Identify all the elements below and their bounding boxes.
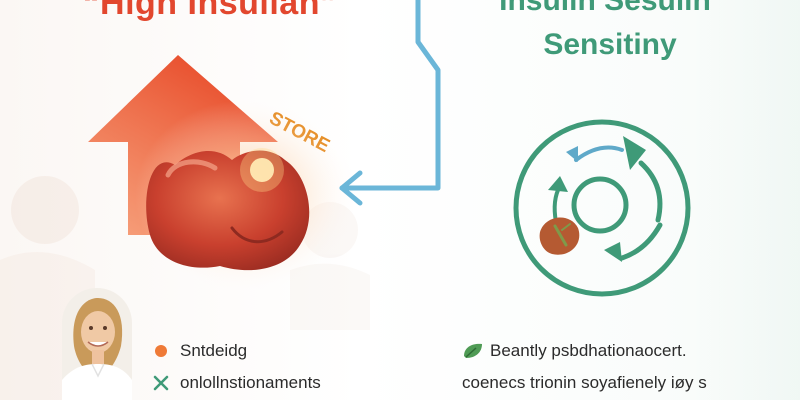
cell-blob-icon (146, 148, 310, 271)
leaf-icon (462, 342, 482, 360)
legend-item-right-2: coenecs trionin soyafienely iøy s (462, 373, 707, 393)
recycle-cycle-icon (513, 119, 691, 297)
high-insulin-title: “High Insulian” (82, 0, 338, 22)
orange-dot-icon (152, 342, 170, 360)
legend-item-left-2: onlollnstionaments (152, 373, 321, 393)
green-cross-icon (152, 374, 170, 392)
legend-item-left-1: Sntdeidg (152, 341, 247, 361)
legend-text: Sntdeidg (180, 341, 248, 360)
right-fade (690, 0, 800, 400)
insulin-sensitivity-title-line2: Sensitiny (543, 28, 677, 61)
flow-arrow-icon (339, 0, 441, 206)
legend-item-right-1: Beantly psbdhationaocert. (462, 341, 687, 361)
legend-text: coenecs trionin soyafienely iøy s (462, 373, 707, 392)
insulin-sensitivity-title-line1: Insulin Sesulin (499, 0, 711, 17)
seed-icon (539, 217, 580, 255)
legend-text: Beantly psbdhationaocert. (490, 341, 687, 360)
legend-text: onlollnstionaments (180, 373, 321, 392)
portrait-avatar (62, 288, 132, 400)
